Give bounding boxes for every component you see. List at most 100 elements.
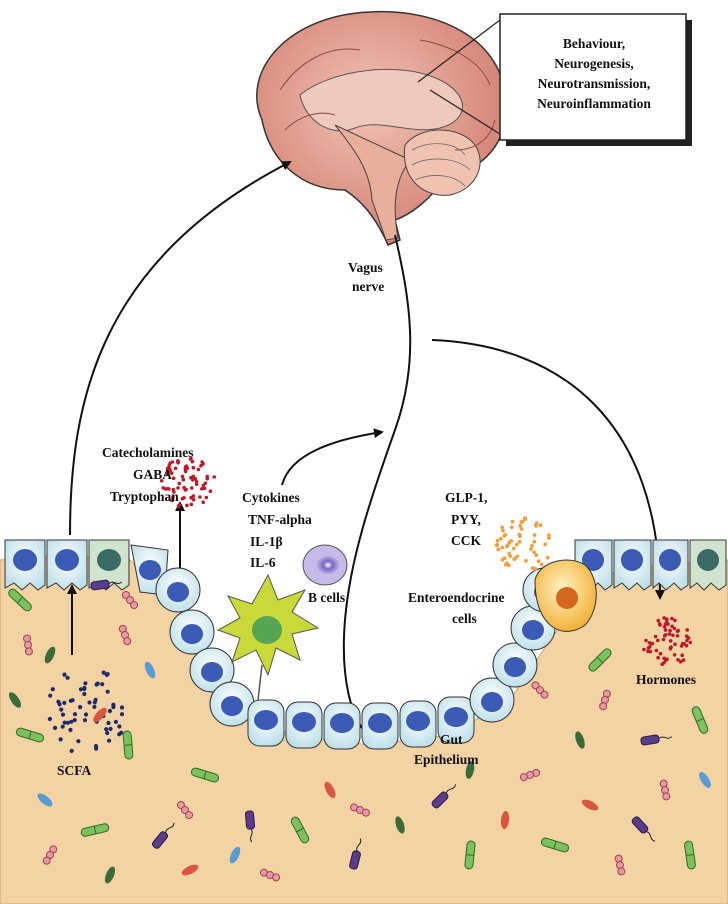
bacterium (244, 810, 256, 843)
epithelial-cell (469, 677, 515, 723)
bacterium (93, 707, 107, 723)
glp1-label: GLP-1, (445, 490, 487, 505)
box-connector-bottom (429, 89, 501, 135)
bacterium (121, 590, 139, 610)
il6-label: IL-6 (250, 555, 276, 570)
enteroendocrine-label-1: Enteroendocrine (408, 590, 505, 605)
gut-hormone-dots (494, 516, 551, 571)
hormones-label: Hormones (636, 672, 696, 687)
epithelium-label: Epithelium (414, 752, 479, 767)
bacterium (599, 689, 611, 711)
epithelial-cell (155, 567, 201, 613)
bacterium (540, 837, 570, 853)
tryptophan-label: Tryptophan (110, 489, 179, 504)
epithelial-cell (361, 702, 399, 750)
outcomes-box (499, 13, 687, 141)
epithelial-cell (652, 539, 689, 591)
epithelial-cell (247, 699, 285, 747)
bacteria-icon (8, 579, 711, 884)
bacterium (699, 772, 711, 788)
bacterium (90, 579, 123, 591)
dendritic-cell-icon (216, 573, 320, 701)
epithelial-cell (492, 642, 538, 688)
epithelial-cell (399, 700, 437, 748)
catecholamines-label: Catecholamines (102, 445, 194, 460)
cck-label: CCK (451, 533, 481, 548)
bacterium (581, 799, 599, 811)
bacterium (659, 779, 671, 801)
bacterium (176, 800, 194, 820)
bacterium (290, 816, 310, 844)
bacterium (614, 854, 626, 876)
il1b-label: IL-1β (250, 534, 283, 549)
bacterium (631, 816, 656, 842)
epithelial-cell (689, 539, 727, 591)
bacterium (464, 840, 476, 870)
enteroendocrine-cell-icon (534, 559, 597, 632)
enteroendocrine-label-2: cells (452, 611, 477, 626)
bacterium (15, 727, 45, 743)
bacterium (684, 840, 696, 870)
bacterium (44, 646, 56, 664)
bacterium (151, 822, 175, 849)
brain-icon (256, 10, 507, 246)
bacterium (395, 816, 405, 834)
bacterium (531, 681, 549, 699)
neurotransmitter-dots (159, 456, 216, 509)
bacterium (259, 868, 281, 882)
epithelial-cells (4, 539, 727, 750)
bacterium (8, 692, 22, 708)
bacterium (349, 838, 362, 870)
bacterium (640, 734, 673, 746)
epithelial-cell (169, 609, 215, 655)
hormone-dots (642, 616, 693, 666)
brain-to-hormones-arrow (431, 339, 665, 600)
epithelial-cell (285, 701, 323, 749)
epithelial-cell (323, 702, 361, 750)
bacterium (80, 823, 110, 837)
vagus-label-2: nerve (352, 279, 384, 294)
vagus-label-1: Vagus (348, 260, 383, 275)
cytokines-label: Cytokines (242, 490, 300, 505)
bacterium (190, 767, 220, 783)
tnf-alpha-label: TNF-alpha (248, 512, 312, 527)
bacterium (118, 624, 132, 646)
scfa-label: SCFA (57, 763, 92, 778)
bacterium (23, 634, 33, 656)
gaba-label: GABA (133, 467, 172, 482)
bacterium (37, 793, 53, 807)
bacterium (324, 781, 336, 799)
box-line-4: Neuroinflammation (537, 96, 651, 111)
scfa-dots (47, 670, 125, 754)
bacterium (519, 768, 541, 782)
bacterium (42, 845, 58, 865)
gut-label: Gut (440, 732, 463, 747)
box-line-3: Neurotransmission, (538, 76, 651, 91)
box-connector-top (417, 19, 501, 83)
bacterium (122, 730, 134, 760)
bacterium (181, 864, 199, 876)
box-line-1: Behaviour, (563, 36, 625, 51)
b-cell-icon (302, 544, 348, 586)
bacterium (8, 588, 32, 612)
epithelial-cell (209, 681, 255, 727)
bacterium (229, 846, 241, 864)
epithelial-cell (437, 696, 475, 744)
cytokine-arrow (281, 428, 384, 486)
epithelial-cell (189, 647, 235, 693)
vagus-nerve (342, 234, 412, 736)
bacterium (500, 811, 510, 829)
bacterium (465, 761, 475, 779)
bacterium (144, 661, 156, 679)
bacterium (575, 731, 585, 749)
bacterium (691, 706, 709, 734)
epithelial-cell (4, 539, 46, 591)
bacterium (431, 784, 457, 809)
epithelial-cell (46, 539, 88, 591)
box-line-2: Neurogenesis, (554, 56, 634, 71)
scfa-to-brain-arrow (69, 161, 292, 536)
b-cells-label: B cells (308, 590, 345, 605)
bacterium (104, 866, 116, 884)
pyy-label: PYY, (451, 512, 481, 527)
